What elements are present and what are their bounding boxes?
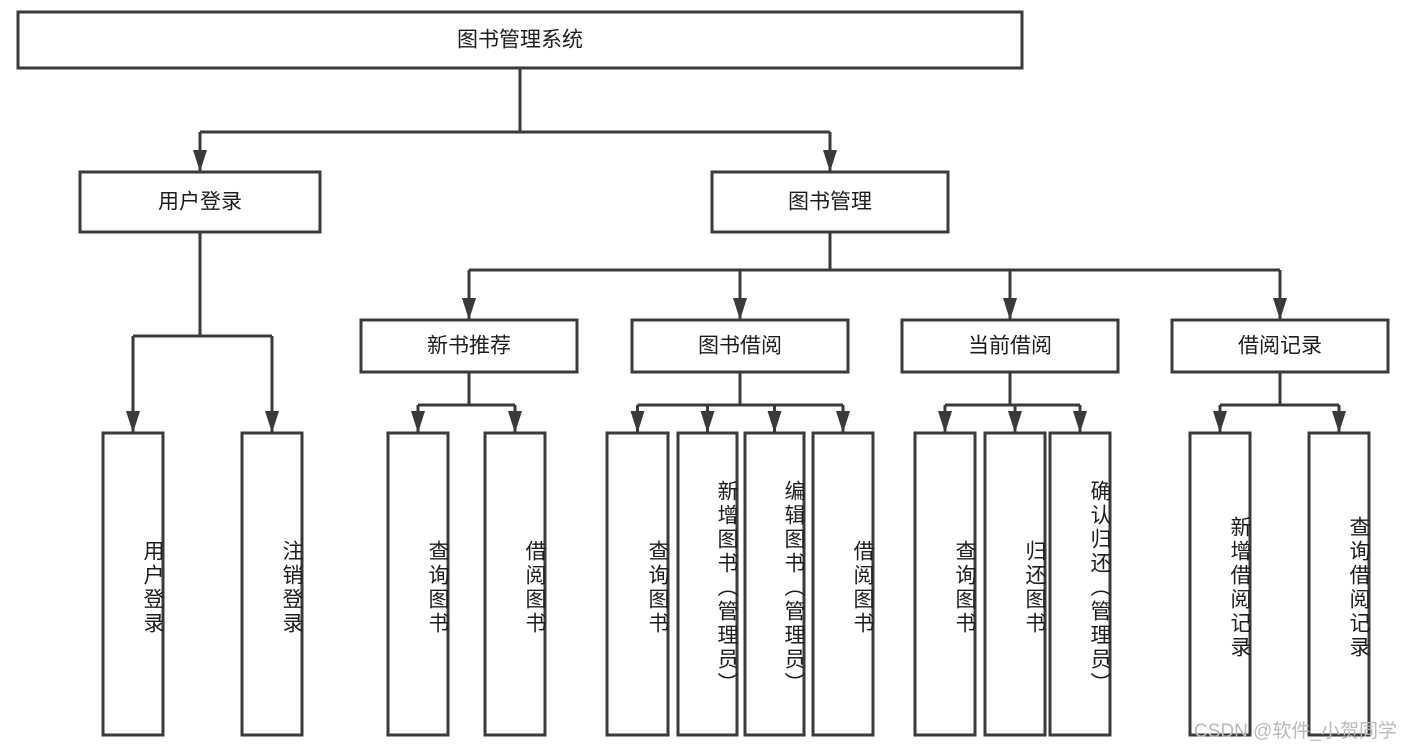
level3-box-1[interactable] [630, 318, 850, 374]
bookmgmt-arrow-2 [1003, 298, 1017, 320]
level3-label-1: 图书借阅 [698, 335, 782, 358]
root-label-0: 图书管理系统 [457, 29, 583, 52]
l3-arrow-1-1 [700, 411, 715, 433]
l3-arrow-0-0 [411, 411, 425, 433]
level3-box-3[interactable] [1170, 318, 1390, 374]
bookmgmt-arrow-3 [1273, 298, 1287, 320]
l3-arrow-2-1 [1008, 411, 1022, 433]
l3-arrow-1-2 [767, 411, 782, 433]
level2-box-0[interactable] [78, 170, 322, 234]
level3-box-0[interactable] [359, 318, 579, 374]
leaf-box-5[interactable] [676, 431, 739, 737]
l3-arrow-2-0 [938, 411, 952, 433]
level3-label-3: 借阅记录 [1238, 335, 1322, 358]
userlogin-arrow-1 [265, 411, 279, 433]
l3-arrow-1-3 [836, 411, 850, 433]
level3-label-2: 当前借阅 [968, 335, 1052, 358]
level3-box-2[interactable] [900, 318, 1120, 374]
connector-layer [126, 68, 1346, 433]
watermark-text: CSDN @软件_小贺同学 [1194, 721, 1397, 742]
leaf-box-1[interactable] [240, 431, 304, 737]
level2-box-1[interactable] [710, 170, 950, 234]
level2-label-1: 图书管理 [788, 191, 872, 214]
level2-label-0: 用户登录 [158, 191, 242, 214]
bookmgmt-arrow-1 [733, 298, 747, 320]
leaf-box-6[interactable] [743, 431, 806, 737]
leaf-box-4[interactable] [605, 431, 670, 737]
root-arrow-1 [823, 150, 837, 172]
root-arrow-0 [193, 150, 207, 172]
l3-arrow-3-1 [1332, 411, 1346, 433]
leaf-box-7[interactable] [811, 431, 875, 737]
leaf-box-0[interactable] [101, 431, 165, 737]
l3-arrow-2-2 [1073, 411, 1087, 433]
leaf-box-10[interactable] [1048, 431, 1112, 737]
root-box-0[interactable] [16, 10, 1024, 70]
l3-arrow-1-0 [630, 411, 645, 433]
box-layer [16, 10, 1390, 737]
l3-arrow-0-1 [508, 411, 522, 433]
leaf-box-11[interactable] [1188, 431, 1252, 737]
leaf-box-2[interactable] [386, 431, 450, 737]
bookmgmt-arrow-0 [462, 298, 476, 320]
leaf-box-12[interactable] [1307, 431, 1371, 737]
userlogin-arrow-0 [126, 411, 140, 433]
l3-arrow-3-0 [1213, 411, 1227, 433]
leaf-box-3[interactable] [483, 431, 547, 737]
level3-label-0: 新书推荐 [427, 335, 511, 358]
leaf-box-8[interactable] [913, 431, 977, 737]
leaf-box-9[interactable] [983, 431, 1047, 737]
